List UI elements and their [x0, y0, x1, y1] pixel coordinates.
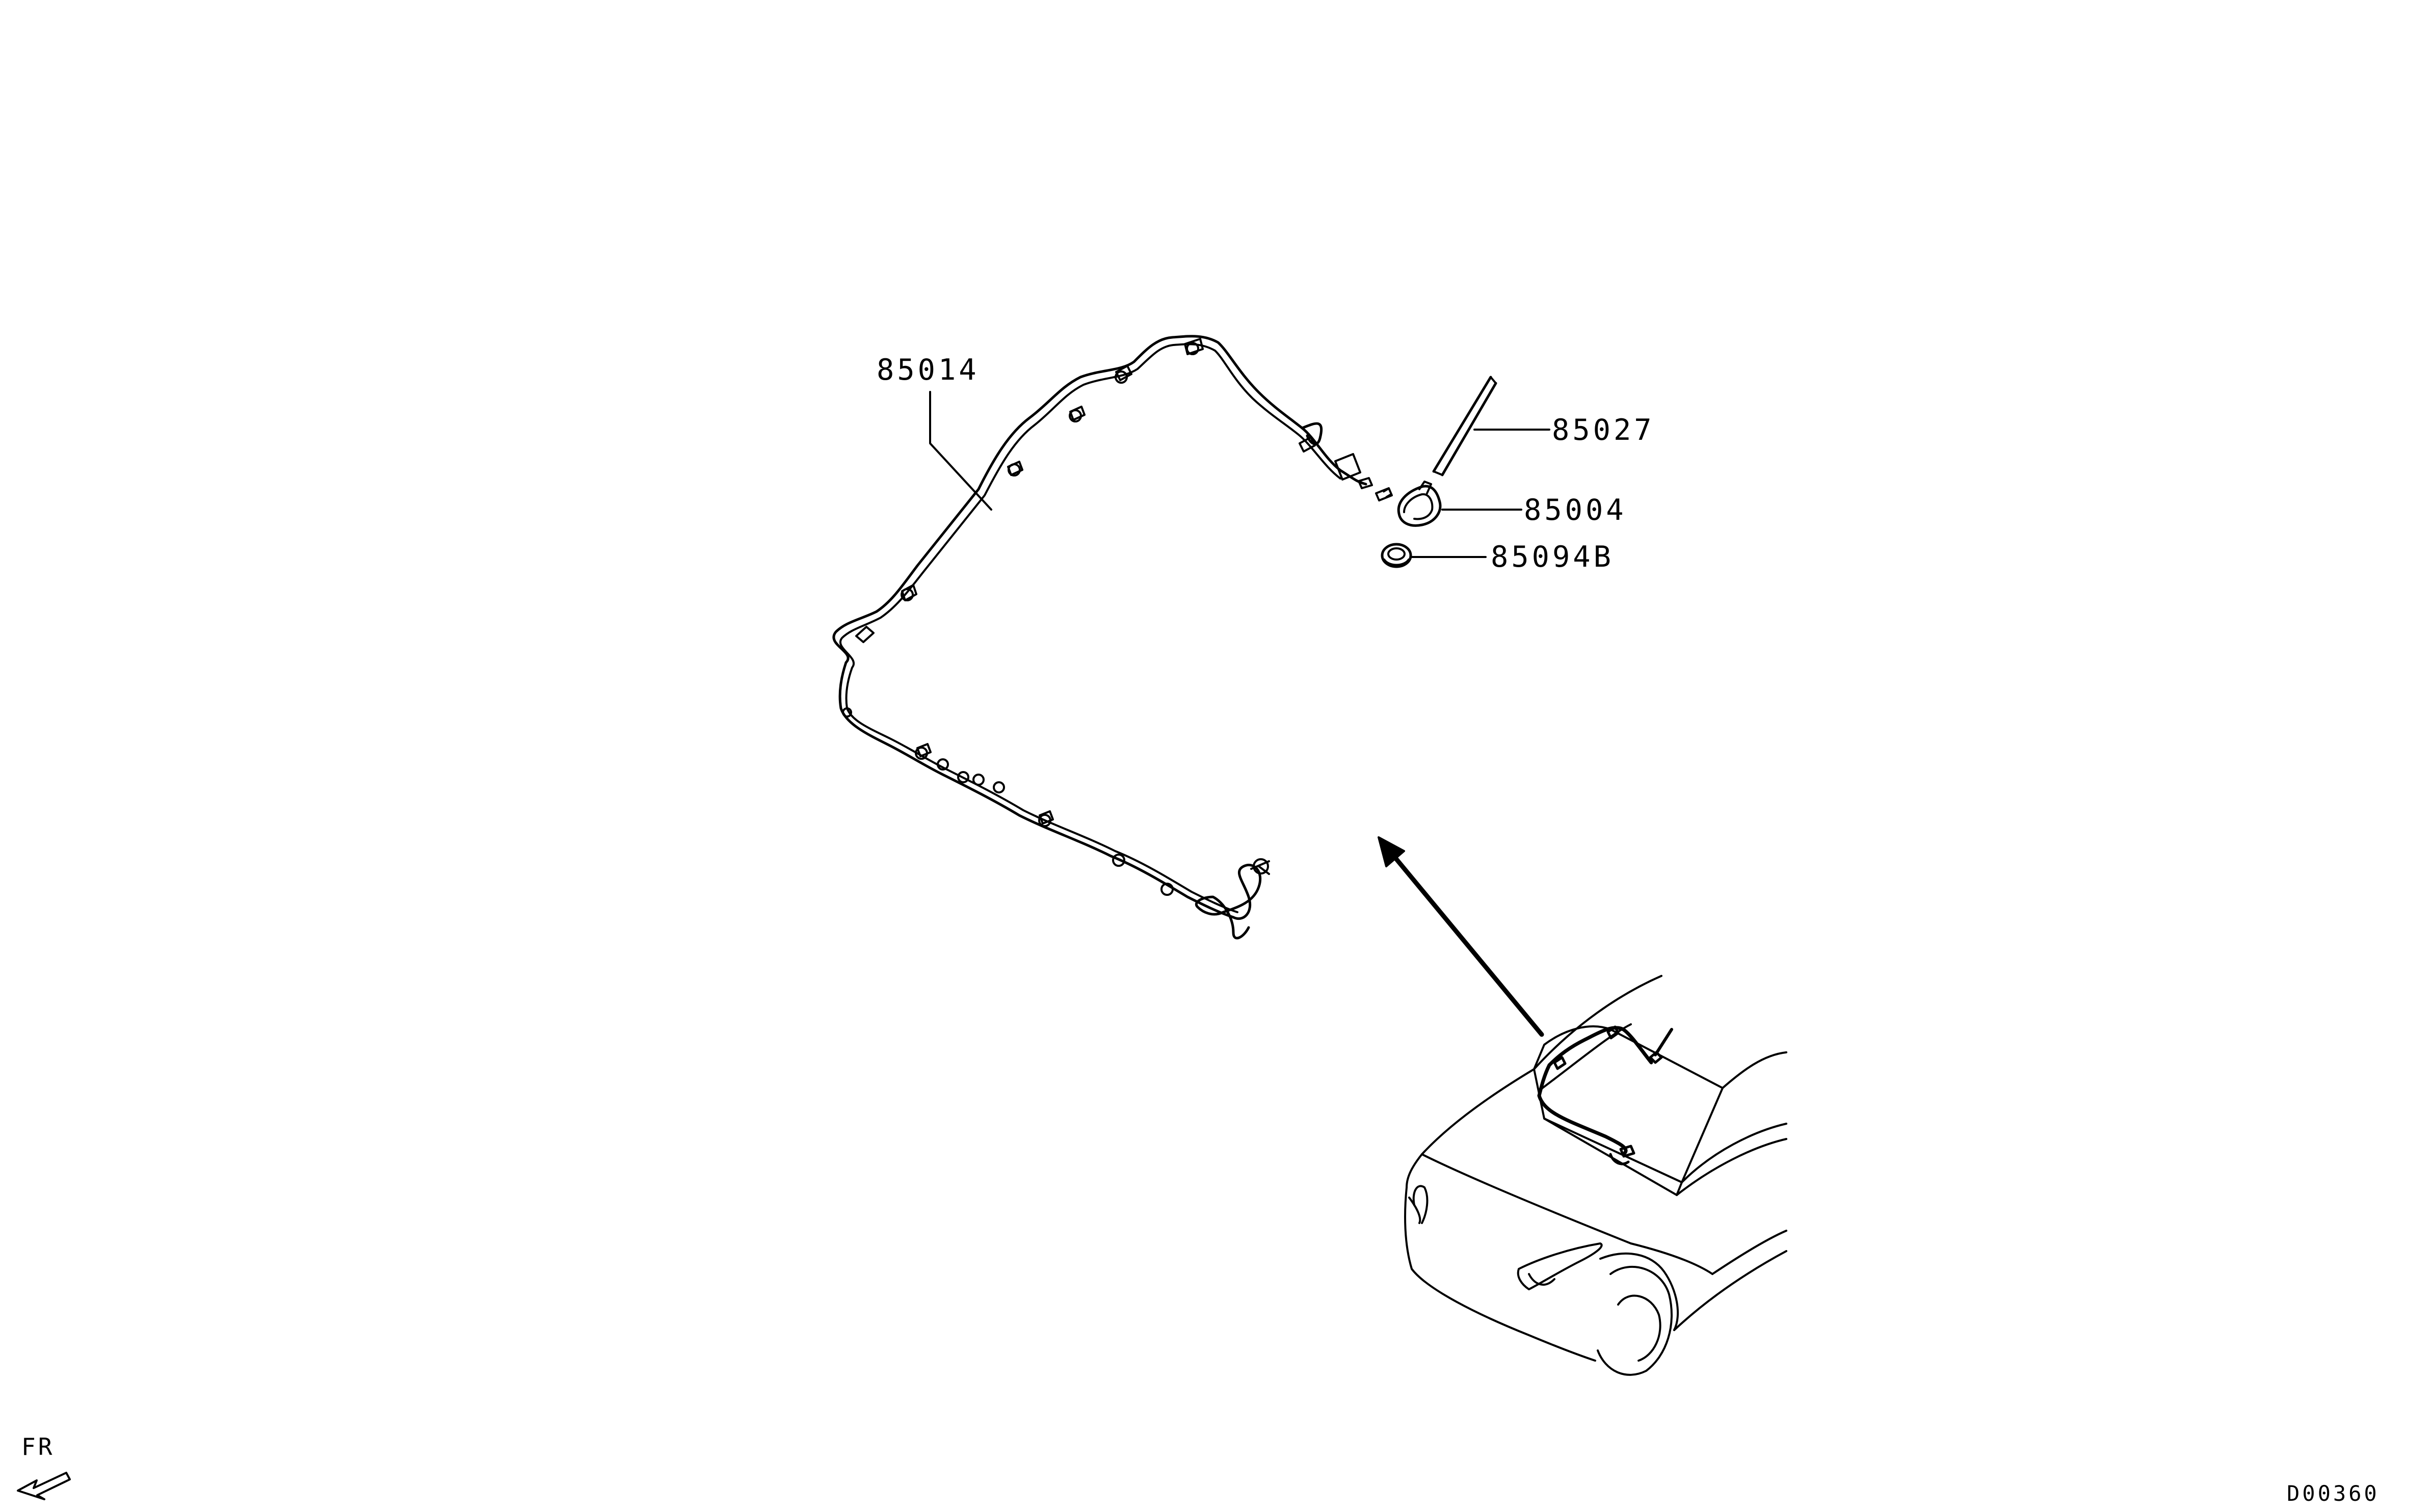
antenna-feeder-harness	[832, 335, 1373, 940]
callout-85004-label: 85004	[1524, 493, 1627, 527]
diagram-code: D00360	[2287, 1481, 2380, 1506]
callout-85094B: 85094B	[1411, 540, 1614, 574]
callout-85094B-label: 85094B	[1491, 540, 1614, 574]
callout-85027: 85027	[1473, 413, 1655, 447]
antenna-rod	[1432, 376, 1497, 476]
callout-85014: 85014	[877, 353, 992, 511]
front-arrow-icon	[17, 1472, 71, 1500]
callout-85014-label: 85014	[877, 353, 980, 387]
grommet	[1381, 543, 1412, 568]
callout-85004: 85004	[1441, 493, 1627, 527]
callout-85027-label: 85027	[1552, 413, 1655, 447]
front-orientation-indicator: FR	[17, 1433, 71, 1500]
locator-arrow	[1378, 836, 1544, 1037]
vehicle-outline	[1404, 975, 1787, 1376]
antenna-base	[1375, 481, 1442, 527]
front-label: FR	[21, 1433, 55, 1461]
